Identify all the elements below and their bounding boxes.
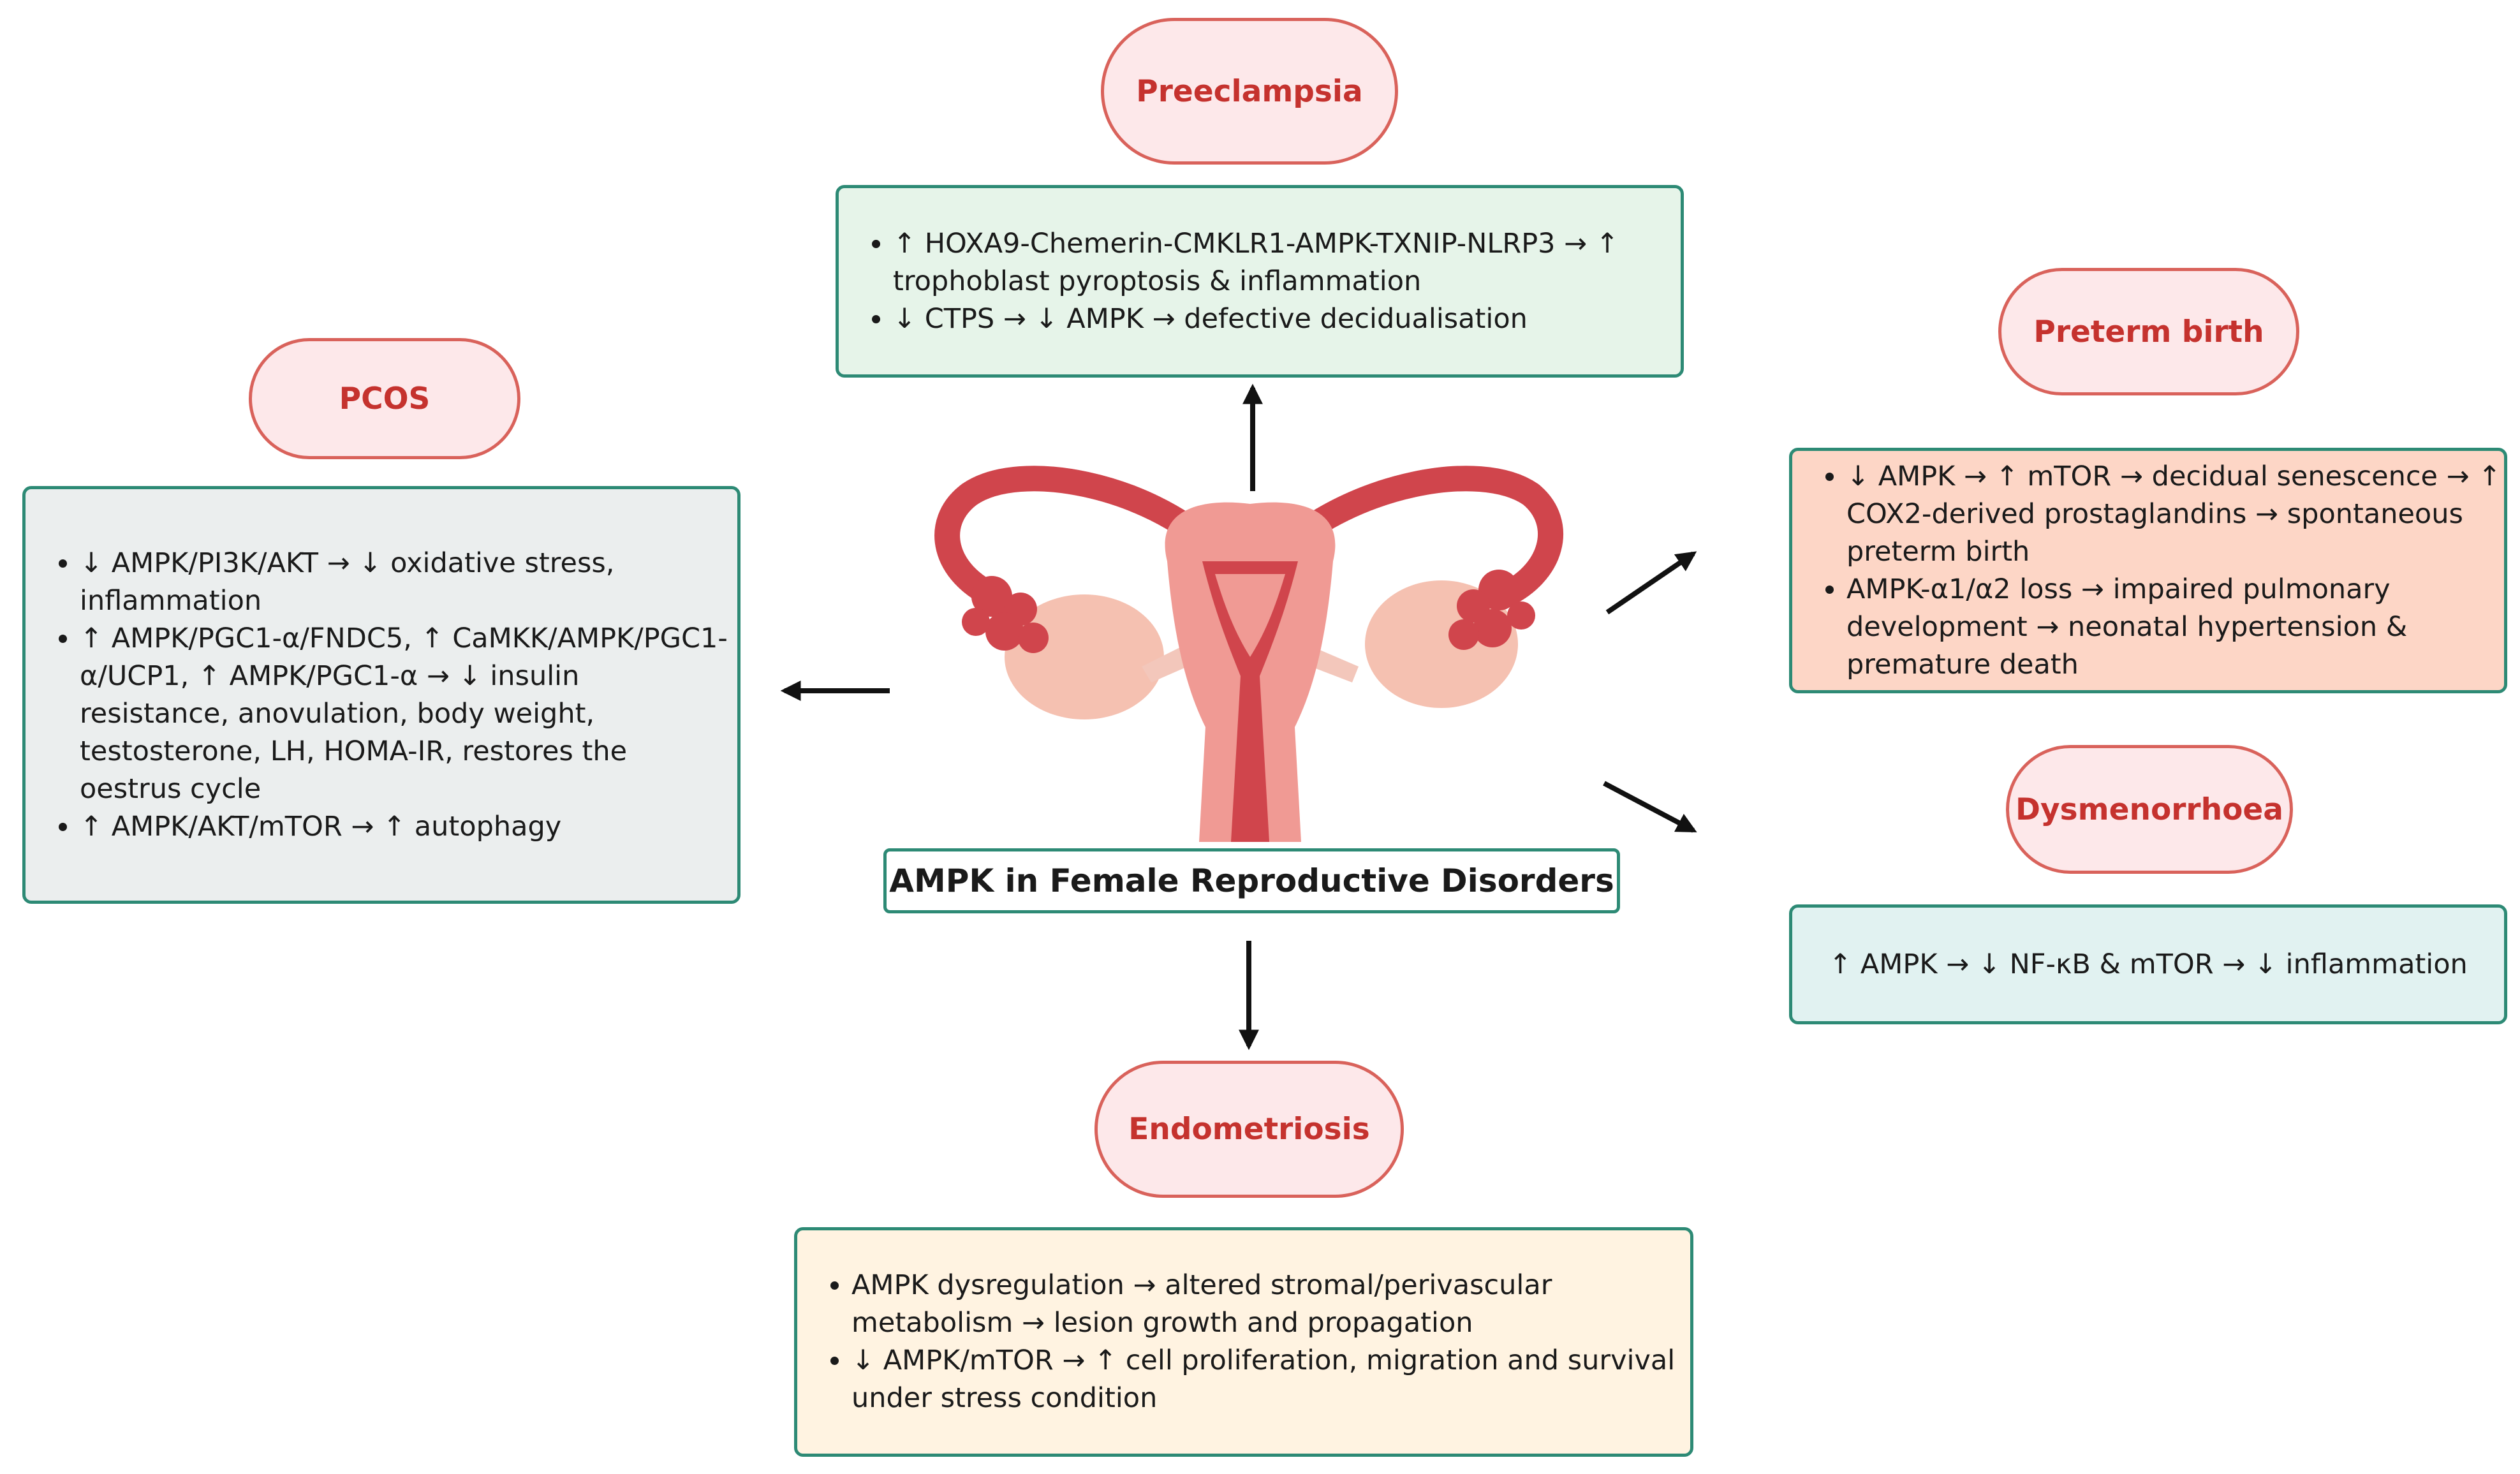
pcos-point-3: ↑ AMPK/AKT/mTOR → ↑ autophagy bbox=[80, 808, 737, 846]
preterm-point-1: ↓ AMPK → ↑ mTOR → decidual senescence → … bbox=[1846, 458, 2504, 571]
endometriosis-point-2: ↓ AMPK/mTOR → ↑ cell proliferation, migr… bbox=[851, 1342, 1690, 1417]
endometriosis-point-1: AMPK dysregulation → altered stromal/per… bbox=[851, 1267, 1690, 1342]
endometriosis-label: Endometriosis bbox=[1094, 1061, 1404, 1198]
preeclampsia-box: ↑ HOXA9-Chemerin-CMKLR1-AMPK-TXNIP-NLRP3… bbox=[836, 185, 1684, 378]
pcos-point-1: ↓ AMPK/PI3K/AKT → ↓ oxidative stress, in… bbox=[80, 545, 737, 620]
preterm-birth-label: Preterm birth bbox=[1998, 268, 2299, 395]
center-title: AMPK in Female Reproductive Disorders bbox=[883, 848, 1620, 913]
arrow-upright-preterm bbox=[1605, 551, 1697, 615]
dysmenorrhoea-text: ↑ AMPK → ↓ NF-κB & mTOR → ↓ inflammation bbox=[1829, 948, 2468, 980]
preterm-birth-box: ↓ AMPK → ↑ mTOR → decidual senescence → … bbox=[1789, 448, 2507, 693]
preeclampsia-label: Preeclampsia bbox=[1101, 18, 1398, 165]
pcos-point-2: ↑ AMPK/PGC1-α/FNDC5, ↑ CaMKK/AMPK/PGC1-α… bbox=[80, 620, 737, 808]
dysmenorrhoea-box: ↑ AMPK → ↓ NF-κB & mTOR → ↓ inflammation bbox=[1789, 904, 2507, 1024]
preeclampsia-point-1: ↑ HOXA9-Chemerin-CMKLR1-AMPK-TXNIP-NLRP3… bbox=[893, 225, 1681, 300]
arrow-downright-dysmenorrhoea bbox=[1603, 781, 1697, 833]
pcos-label: PCOS bbox=[249, 338, 520, 459]
endometriosis-box: AMPK dysregulation → altered stromal/per… bbox=[794, 1227, 1693, 1457]
preeclampsia-point-2: ↓ CTPS → ↓ AMPK → defective decidualisat… bbox=[893, 300, 1681, 338]
preterm-point-2: AMPK-α1/α2 loss → impaired pulmonary dev… bbox=[1846, 571, 2504, 684]
dysmenorrhoea-label: Dysmenorrhoea bbox=[2006, 745, 2293, 874]
pcos-box: ↓ AMPK/PI3K/AKT → ↓ oxidative stress, in… bbox=[22, 486, 741, 904]
